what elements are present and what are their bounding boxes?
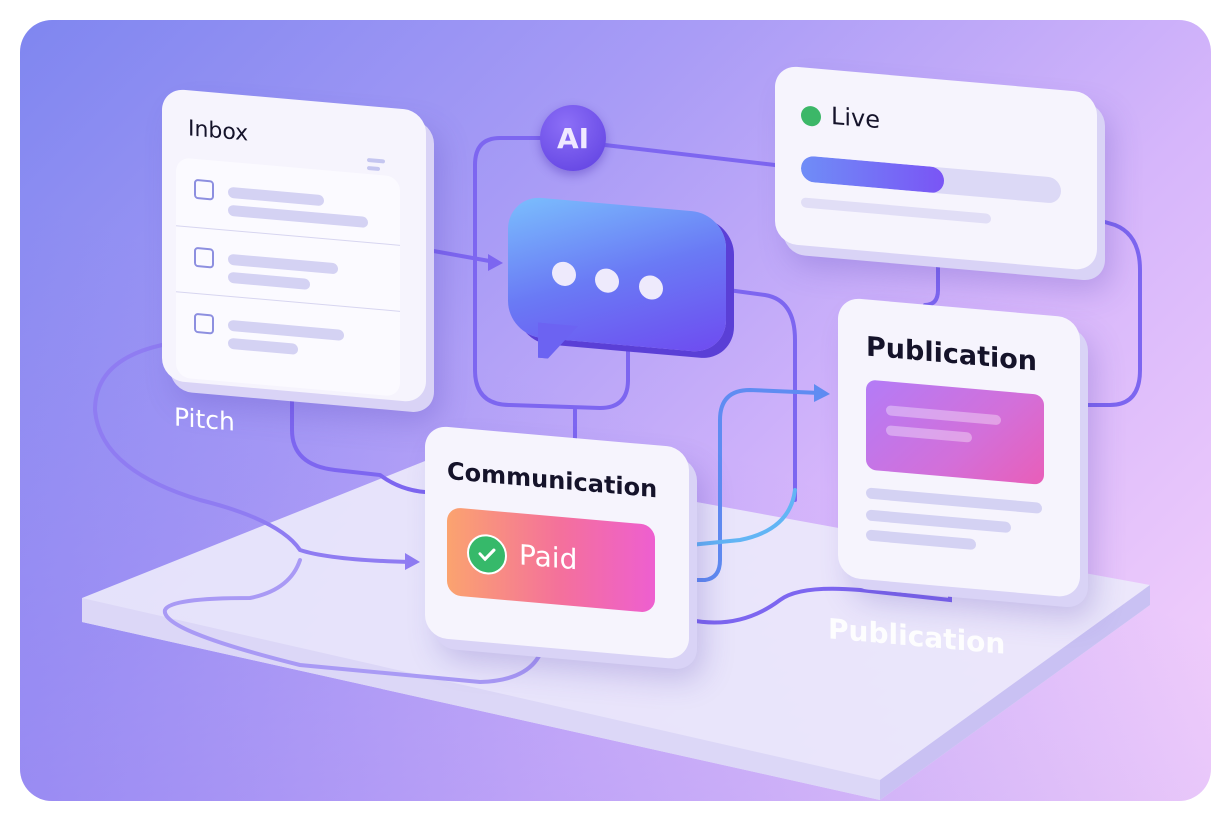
menu-lines-icon[interactable] bbox=[367, 157, 385, 172]
comm-to-publication-line bbox=[688, 583, 953, 625]
pitch-curve bbox=[92, 343, 412, 564]
publication-title: Publication bbox=[866, 331, 1038, 378]
inbox-to-chat-line bbox=[426, 248, 497, 264]
checkbox[interactable] bbox=[194, 178, 214, 201]
comm-bottom-line bbox=[162, 558, 547, 685]
live-title: Live bbox=[831, 101, 881, 135]
inbox-card[interactable]: Inbox bbox=[162, 88, 426, 404]
pitch-label: Pitch bbox=[174, 402, 235, 437]
ai-loop-line bbox=[473, 136, 630, 411]
live-to-publication-right-line bbox=[1078, 218, 1142, 407]
communication-title: Communication bbox=[447, 456, 658, 504]
progress-fill bbox=[801, 155, 944, 194]
live-to-publication-line bbox=[923, 253, 940, 307]
arrow-head-icon bbox=[405, 553, 420, 570]
inbox-list bbox=[176, 157, 400, 397]
chat-bubble-typing-icon[interactable] bbox=[508, 195, 726, 362]
publication-preview bbox=[866, 379, 1044, 486]
checkbox[interactable] bbox=[194, 312, 214, 335]
inbox-down-line bbox=[290, 398, 427, 494]
inbox-title: Inbox bbox=[188, 116, 249, 147]
communication-card[interactable]: Communication Paid bbox=[425, 425, 689, 661]
arrow-head-icon bbox=[488, 254, 503, 271]
live-card[interactable]: Live bbox=[775, 65, 1097, 272]
status-dot-icon bbox=[801, 105, 821, 128]
arrow-head-icon bbox=[814, 384, 830, 402]
progress-bar bbox=[801, 155, 1061, 205]
chat-to-right-line bbox=[726, 288, 797, 502]
ai-badge[interactable]: AI bbox=[540, 105, 606, 171]
check-circle-icon bbox=[467, 532, 507, 577]
paid-status-text: Paid bbox=[519, 538, 578, 577]
checkbox[interactable] bbox=[194, 246, 214, 269]
paid-status-badge[interactable]: Paid bbox=[447, 506, 655, 614]
comm-right-lines bbox=[688, 387, 822, 582]
ai-to-live-line bbox=[603, 143, 777, 167]
ai-badge-text: AI bbox=[556, 121, 590, 155]
publication-card[interactable]: Publication bbox=[838, 297, 1080, 599]
